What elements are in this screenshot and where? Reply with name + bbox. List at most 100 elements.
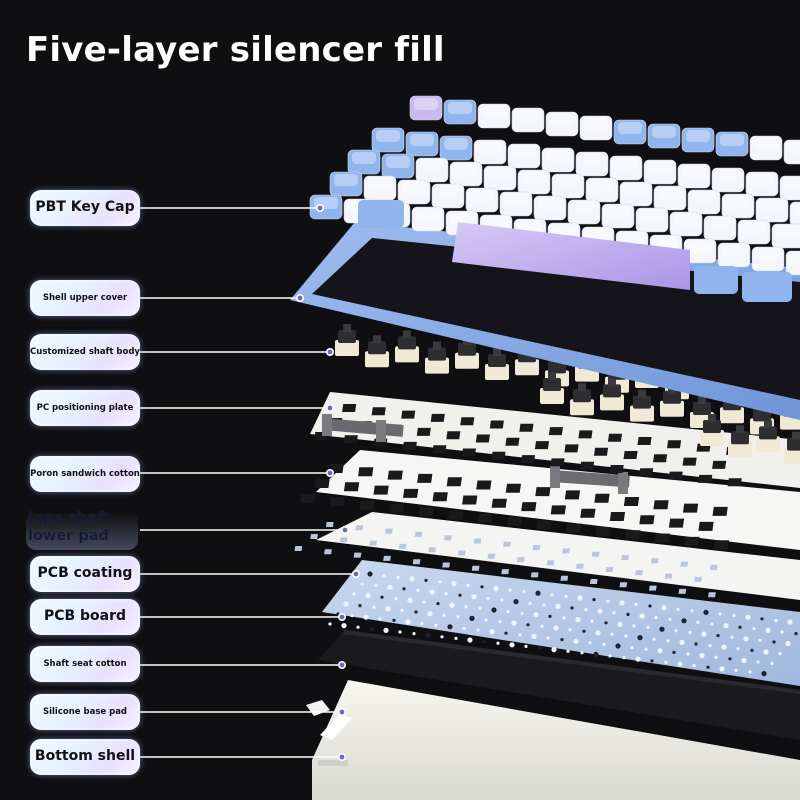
coating-hole <box>414 531 423 537</box>
marker-dot <box>327 470 333 476</box>
pcb-via <box>458 593 462 597</box>
plate-hole <box>550 458 565 467</box>
plate-hole <box>460 417 475 426</box>
poron-hole <box>580 508 596 518</box>
keycap-highlight <box>402 182 426 194</box>
coating-hole <box>457 550 466 556</box>
poron-hole <box>594 493 610 503</box>
coating-hole <box>560 575 569 581</box>
keycap <box>579 115 613 141</box>
keycap <box>751 246 785 272</box>
poron-hole <box>300 494 316 503</box>
pcb-via <box>546 636 550 640</box>
pcb-via <box>748 670 752 674</box>
pcb-via <box>508 588 512 592</box>
coating-hole <box>591 551 600 557</box>
keycap-highlight <box>410 134 434 146</box>
label-ixpe-shaft-lower-pad: Ixpe shaft lower pad <box>28 510 110 545</box>
poron-hole <box>698 521 714 531</box>
silicone-base-pad-layer <box>306 700 330 716</box>
label-pbt-key-cap: PBT Key Cap <box>30 190 140 226</box>
keycap <box>613 119 647 145</box>
pcb-via <box>706 665 710 669</box>
pcb-via <box>588 641 592 645</box>
pcb-via <box>730 635 734 639</box>
pcb-via <box>535 590 541 596</box>
keycap <box>711 167 745 193</box>
switch-cross <box>578 383 586 392</box>
pcb-via <box>407 597 413 604</box>
switch-stem <box>633 395 651 409</box>
keycap <box>483 165 517 191</box>
pcb-via <box>741 657 747 664</box>
pcb-via <box>657 648 663 654</box>
keycap <box>397 179 431 205</box>
pcb-via <box>590 619 594 623</box>
pcb-via <box>632 624 636 628</box>
pcb-via <box>442 613 446 617</box>
pcb-via <box>438 580 442 584</box>
pcb-via <box>341 623 347 629</box>
pcb-via <box>500 598 504 602</box>
plate-hole <box>519 423 534 432</box>
keycap-highlight <box>368 178 392 190</box>
pcb-via <box>513 599 519 605</box>
pcb-via <box>688 630 692 635</box>
poron-hole <box>403 488 419 498</box>
pcb-via <box>714 655 718 659</box>
pcb-via <box>608 654 612 658</box>
keycap <box>771 223 800 249</box>
keycap <box>431 183 465 209</box>
marker-dot <box>339 754 345 760</box>
shaft-seat-cotton-layer <box>318 630 800 740</box>
plate-hole <box>564 444 579 453</box>
callout-lines <box>140 204 360 761</box>
plate-hole <box>342 404 357 412</box>
poron-layer <box>300 450 800 550</box>
pcb-via <box>447 624 453 630</box>
pcb-via <box>575 617 581 623</box>
switch-housing <box>720 407 744 424</box>
plate-hole <box>668 471 683 480</box>
plate-hole <box>489 420 504 429</box>
keycap-highlight <box>454 164 478 176</box>
keycap <box>601 203 635 229</box>
coating-hole <box>503 541 511 547</box>
pcb-via <box>592 598 596 602</box>
keycap-highlight <box>624 184 648 196</box>
plate-hole <box>371 407 386 416</box>
switch-cross <box>698 396 706 404</box>
pcb-via <box>524 644 528 649</box>
keycap-highlight <box>586 229 610 241</box>
poron-hole <box>387 470 403 480</box>
keycap <box>439 135 473 161</box>
keycap <box>411 206 445 232</box>
keycap <box>381 153 415 179</box>
coating-hole <box>709 564 718 570</box>
coating-hole <box>621 555 629 560</box>
pcb-via <box>570 606 574 610</box>
switch-cross <box>792 431 800 440</box>
switch-stem <box>488 354 506 367</box>
pcb-via <box>690 609 694 613</box>
plate-hole <box>505 437 520 446</box>
keycap-highlight <box>614 158 638 170</box>
pcb-via <box>509 642 515 648</box>
switch-housing <box>335 340 359 356</box>
poron-hole <box>314 479 330 488</box>
switch-housing <box>728 441 752 458</box>
pcb-via <box>617 621 623 628</box>
switch-stem <box>573 389 591 403</box>
plate-hole <box>491 451 506 460</box>
keycap-highlight <box>448 102 472 114</box>
pcb-via <box>568 628 572 632</box>
pcb-via <box>462 626 466 631</box>
coating-hole <box>355 525 364 531</box>
switch-housing <box>630 405 654 422</box>
pcb-via <box>758 638 762 643</box>
switch-housing <box>784 447 800 464</box>
pcb-via <box>425 632 431 638</box>
plate-hole <box>475 434 490 443</box>
pcb-via <box>732 614 736 618</box>
pcb-via <box>637 635 643 641</box>
